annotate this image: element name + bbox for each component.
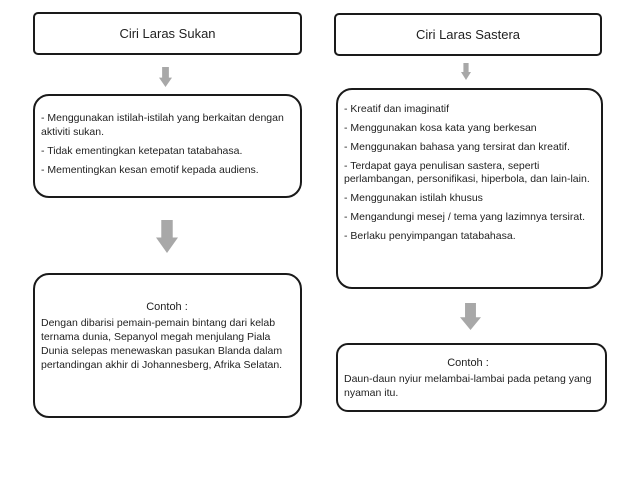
characteristics-box-laras-sastera: - Kreatif dan imaginatif - Menggunakan k… (336, 88, 603, 289)
title-box-laras-sukan: Ciri Laras Sukan (33, 12, 302, 55)
title-label-laras-sukan: Ciri Laras Sukan (119, 26, 216, 41)
title-box-laras-sastera: Ciri Laras Sastera (334, 13, 602, 56)
down-arrow-icon (461, 63, 471, 80)
characteristics-box-laras-sukan: - Menggunakan istilah-istilah yang berka… (33, 94, 302, 198)
example-box-laras-sukan: Contoh : Dengan dibarisi pemain-pemain b… (33, 273, 302, 418)
example-text: Dengan dibarisi pemain-pemain bintang da… (41, 317, 283, 371)
bullet-item: - Menggunakan istilah-istilah yang berka… (41, 112, 284, 138)
example-text: Daun-daun nyiur melambai-lambai pada pet… (344, 373, 592, 399)
down-arrow-icon (460, 303, 481, 330)
bullet-item: - Mementingkan kesan emotif kepada audie… (41, 163, 259, 176)
bullet-item: - Menggunakan kosa kata yang berkesan (344, 121, 537, 134)
bullet-item: - Kreatif dan imaginatif (344, 103, 450, 115)
example-label: Contoh : (447, 357, 489, 369)
example-label: Contoh : (146, 301, 188, 313)
example-box-laras-sastera: Contoh : Daun-daun nyiur melambai-lambai… (336, 343, 607, 412)
bullet-item: - Menggunakan istilah khusus (344, 192, 483, 205)
bullet-item: - Berlaku penyimpangan tatabahasa. (344, 230, 516, 243)
down-arrow-icon (156, 220, 178, 253)
down-arrow-icon (159, 67, 172, 87)
bullet-item: - Menggunakan bahasa yang tersirat dan k… (344, 140, 570, 153)
bullet-item: - Tidak ementingkan ketepatan tatabahasa… (41, 144, 243, 157)
bullet-item: - Terdapat gaya penulisan sastera, seper… (344, 159, 590, 186)
title-label-laras-sastera: Ciri Laras Sastera (415, 27, 521, 42)
bullet-item: - Mengandungi mesej / tema yang lazimnya… (344, 211, 586, 224)
